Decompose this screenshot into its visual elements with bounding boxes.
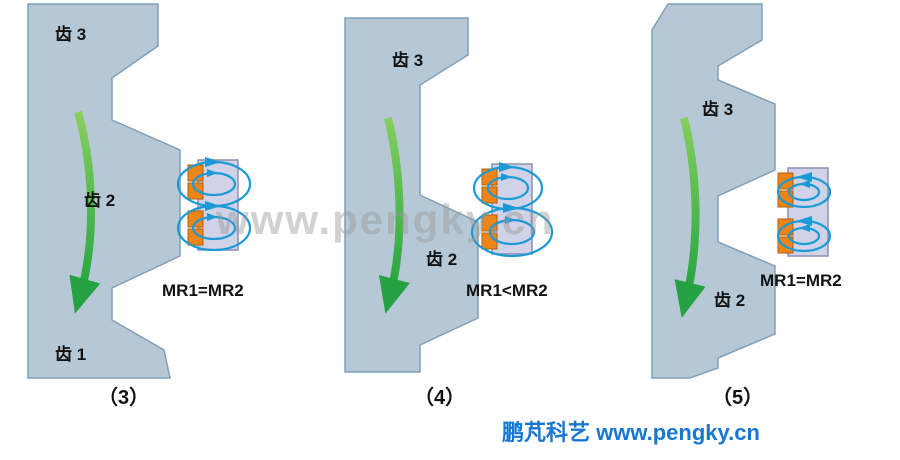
watermark-text: www.pengky.cn (215, 196, 555, 243)
field-arrowhead (799, 180, 810, 188)
mr-sensor (470, 162, 554, 258)
tooth-label: 齿 3 (702, 99, 733, 119)
mr-sensor (176, 157, 252, 252)
tooth-label: 齿 2 (714, 290, 745, 310)
mr-sensor (776, 167, 832, 257)
mr-reading: MR1<MR2 (466, 281, 548, 300)
field-arrowhead (799, 224, 810, 232)
panel-3: 齿 3 齿 2 齿 1 MR1=MR2 （3） (27, 3, 252, 409)
field-arrowhead (205, 201, 221, 211)
rotation-arrow (378, 117, 410, 314)
rotation-arrow (674, 117, 706, 318)
mr-reading: MR1=MR2 (760, 271, 842, 290)
field-arrowhead (207, 213, 218, 221)
gear-shape (344, 17, 479, 373)
field-arrowhead (503, 203, 519, 213)
rotation-arrow (69, 110, 101, 314)
gear-shape (27, 3, 181, 379)
panel-number: （4） (414, 386, 465, 409)
field-arrowhead (499, 162, 515, 172)
field-arrowhead (501, 173, 512, 181)
tooth-label: 齿 2 (84, 190, 115, 210)
tooth-label: 齿 1 (55, 344, 86, 364)
footer-text: 鹏芃科艺 www.pengky.cn (502, 420, 760, 445)
magnet (187, 182, 204, 200)
field-arrowhead (205, 157, 221, 167)
panel-number: （5） (712, 386, 763, 409)
field-arrowhead (207, 169, 218, 177)
field-arrowhead (505, 216, 516, 224)
tooth-label: 齿 3 (55, 24, 86, 44)
magnet (481, 186, 498, 204)
mr-reading: MR1=MR2 (162, 281, 244, 300)
panel-4: 齿 3 齿 2 MR1<MR2 （4） (344, 17, 554, 409)
panel-number: （3） (98, 386, 149, 409)
gear-shape (651, 3, 776, 379)
panel-5: 齿 3 齿 2 MR1=MR2 （5） (651, 3, 842, 409)
field-arrowhead (796, 172, 812, 182)
tooth-label: 齿 2 (426, 249, 457, 269)
tooth-label: 齿 3 (392, 50, 423, 70)
field-arrowhead (796, 216, 812, 226)
